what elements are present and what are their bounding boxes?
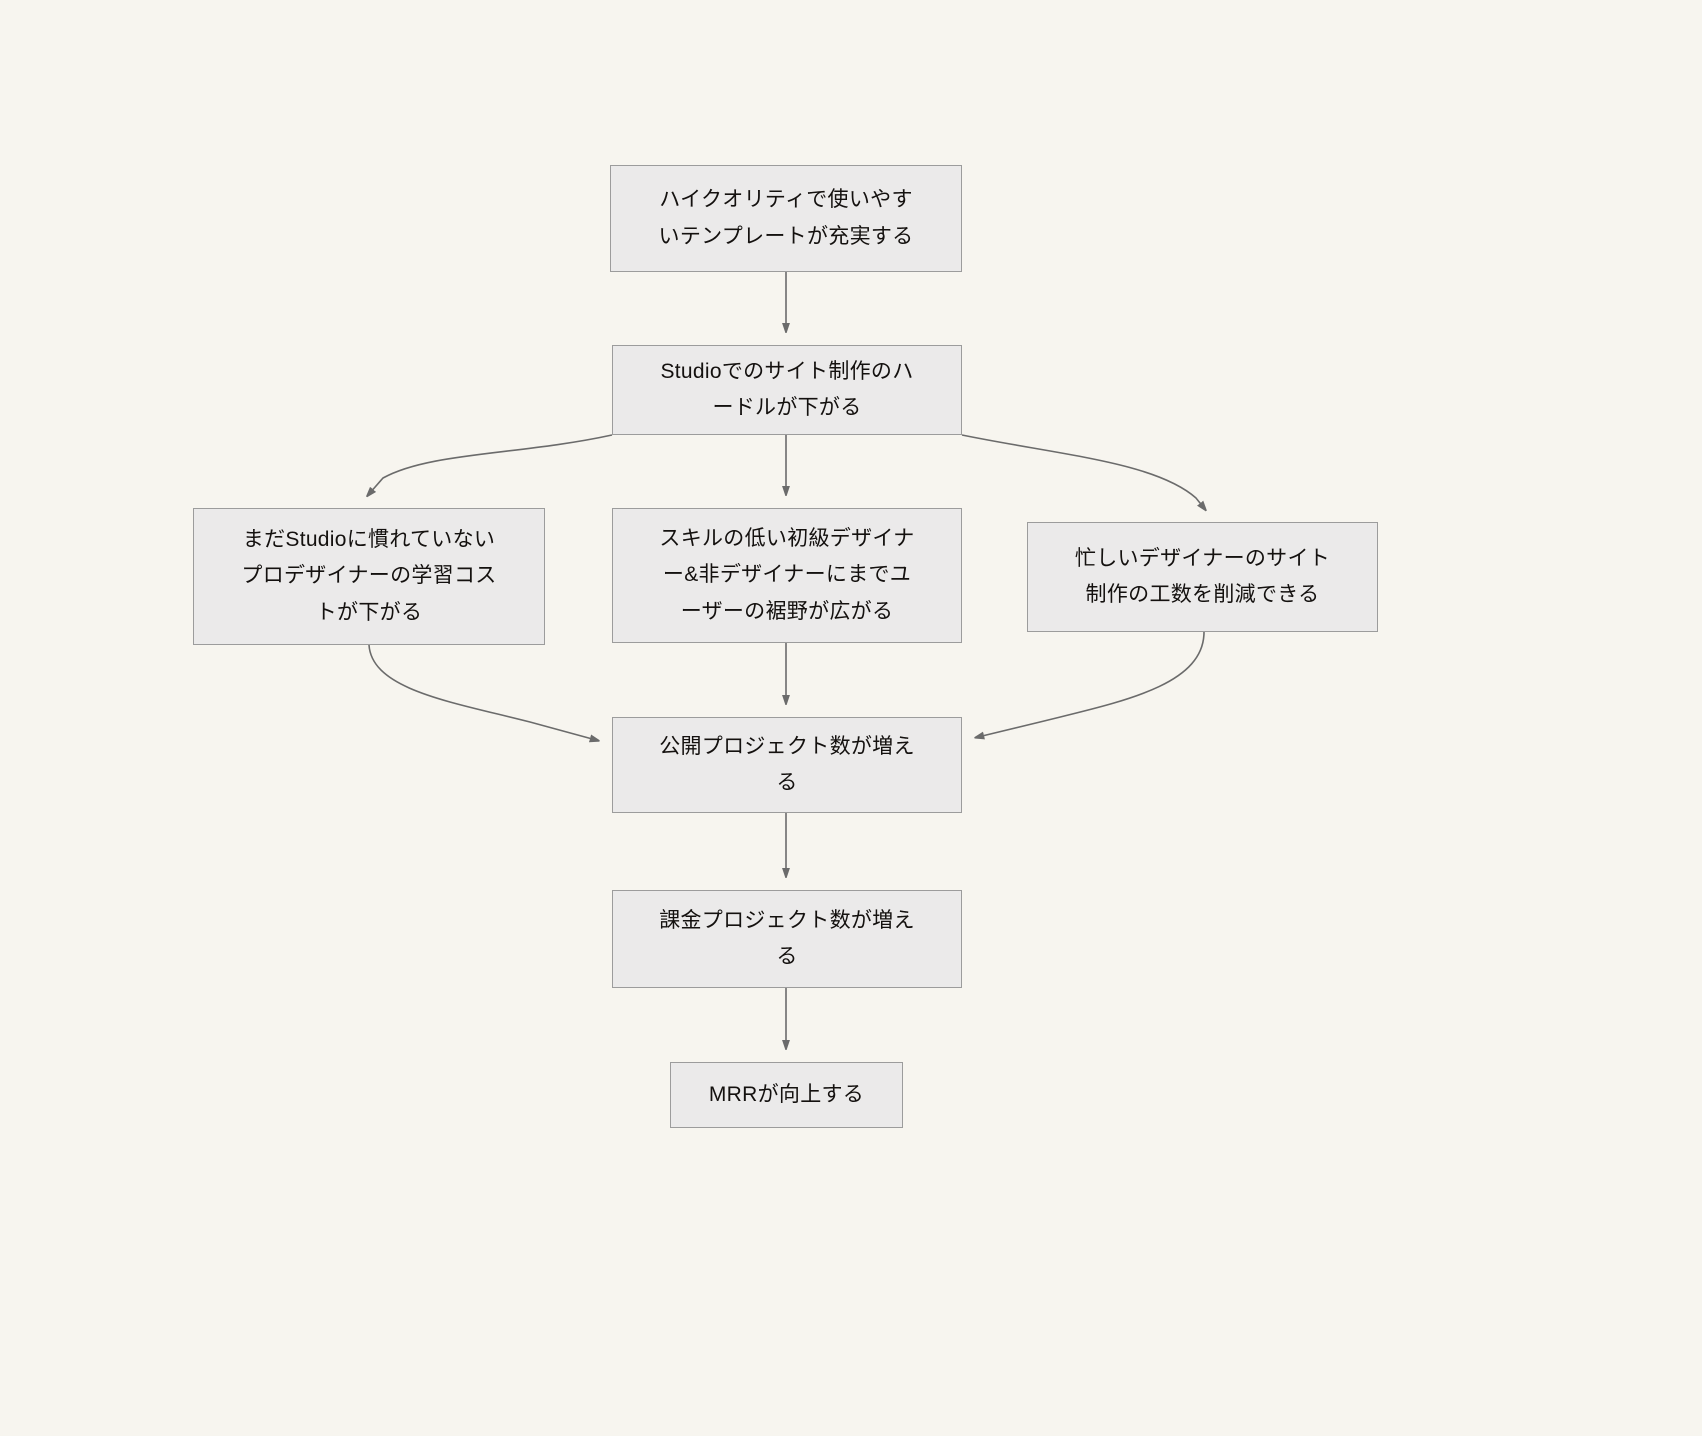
- node-label: 公開プロジェクト数が増え る: [659, 734, 915, 794]
- node-user-base-widens[interactable]: スキルの低い初級デザイナ ー&非デザイナーにまでユ ーザーの裾野が広がる: [612, 508, 962, 643]
- node-label: Studioでのサイト制作のハ ードルが下がる: [660, 359, 914, 419]
- edge-n3-to-n6: [368, 644, 596, 740]
- edge-n2-to-n5: [961, 434, 1204, 508]
- edge-n5-to-n6: [978, 631, 1205, 737]
- node-label: 忙しいデザイナーのサイト 制作の工数を削減できる: [1074, 546, 1331, 606]
- node-busy-designer-effort-reduced[interactable]: 忙しいデザイナーのサイト 制作の工数を削減できる: [1027, 522, 1378, 632]
- node-pro-designer-learning-cost[interactable]: まだStudioに慣れていない プロデザイナーの学習コス トが下がる: [193, 508, 545, 645]
- node-label: スキルの低い初級デザイナ ー&非デザイナーにまでユ ーザーの裾野が広がる: [659, 527, 915, 623]
- node-published-projects-increase[interactable]: 公開プロジェクト数が増え る: [612, 717, 962, 813]
- node-label: 課金プロジェクト数が増え る: [659, 908, 915, 968]
- node-label: ハイクオリティで使いやす いテンプレートが充実する: [658, 188, 914, 248]
- edge-n2-to-n3: [369, 434, 613, 494]
- node-studio-hurdle-lowered[interactable]: Studioでのサイト制作のハ ードルが下がる: [612, 345, 962, 435]
- node-label: MRRが向上する: [708, 1082, 865, 1106]
- node-paid-projects-increase[interactable]: 課金プロジェクト数が増え る: [612, 890, 962, 988]
- node-high-quality-templates[interactable]: ハイクオリティで使いやす いテンプレートが充実する: [610, 165, 962, 272]
- node-label: まだStudioに慣れていない プロデザイナーの学習コス トが下がる: [241, 528, 497, 624]
- node-mrr-improves[interactable]: MRRが向上する: [670, 1062, 903, 1128]
